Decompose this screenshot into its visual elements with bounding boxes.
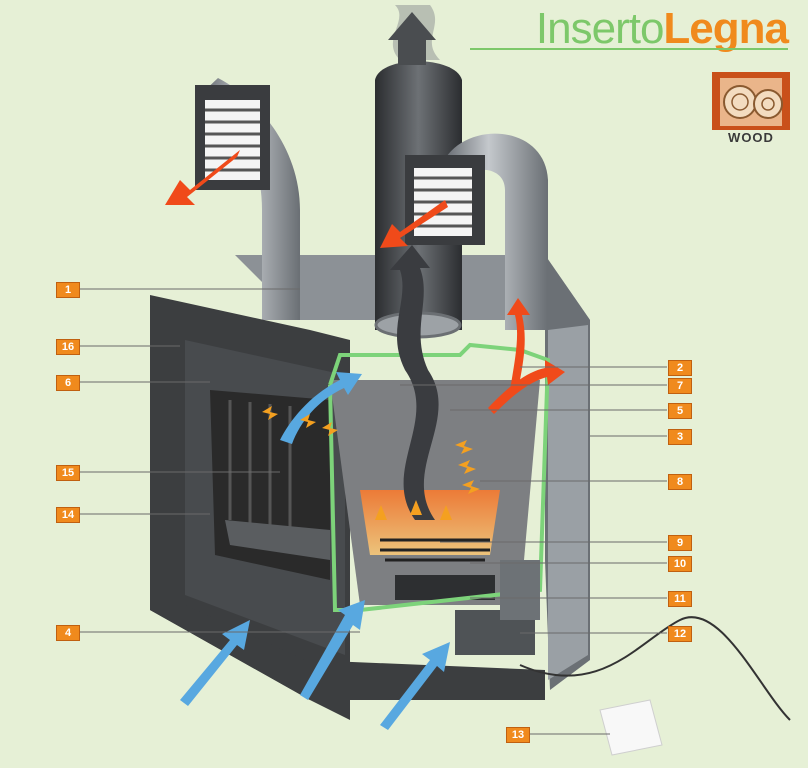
- control-cable: [519, 616, 791, 721]
- callout-16: 16: [56, 339, 80, 355]
- callout-7: 7: [668, 378, 692, 394]
- callout-10: 10: [668, 556, 692, 572]
- callout-3: 3: [668, 429, 692, 445]
- heat-flow-arrows: [262, 406, 480, 520]
- fire-grate-floor: [225, 520, 330, 560]
- callout-5: 5: [668, 403, 692, 419]
- title-bold: Legna: [663, 4, 789, 53]
- smoke-exhaust-arrow: [388, 12, 436, 65]
- fire-grate: [380, 538, 490, 562]
- callout-2: 2: [668, 360, 692, 376]
- callout-9: 9: [668, 535, 692, 551]
- title-underline: [470, 48, 788, 50]
- left-air-vent: [195, 85, 270, 190]
- callout-11: 11: [668, 591, 692, 607]
- left-duct-pipe: [200, 78, 300, 320]
- fan-unit: [500, 560, 540, 620]
- callout-12: 12: [668, 626, 692, 642]
- remote-control-box: [599, 699, 663, 756]
- hot-air-arrows: [165, 150, 565, 414]
- wood-badge-label: WOOD: [728, 130, 774, 145]
- chamber-fire-glow: [360, 490, 500, 555]
- smoke-flow-arrow: [390, 245, 439, 520]
- callout-8: 8: [668, 474, 692, 490]
- wood-logs-icon: [712, 72, 790, 130]
- right-duct-pipe: [440, 133, 548, 330]
- title-light: Inserto: [535, 4, 665, 53]
- callout-15: 15: [56, 465, 80, 481]
- brand-title: InsertoLegna: [535, 4, 789, 54]
- bottom-frame: [150, 605, 545, 700]
- callout-1: 1: [56, 282, 80, 298]
- leader-lines: [78, 288, 667, 735]
- callout-6: 6: [56, 375, 80, 391]
- callout-14: 14: [56, 507, 80, 523]
- insert-right-panel: [548, 325, 588, 680]
- callout-13: 13: [506, 727, 530, 743]
- cold-air-arrows: [180, 372, 450, 730]
- callout-4: 4: [56, 625, 80, 641]
